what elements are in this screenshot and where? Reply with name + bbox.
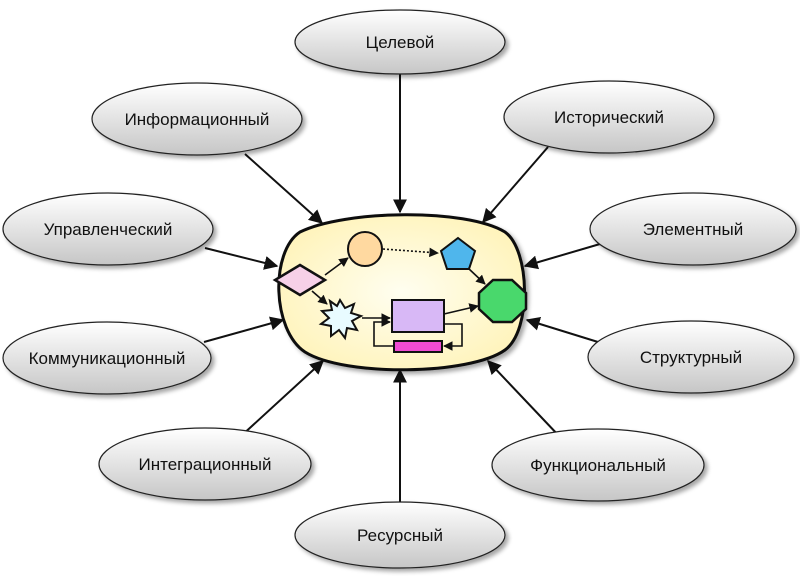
node-label-resource: Ресурсный [357,526,443,545]
arrow-structural [525,317,599,343]
node-label-managerial: Управленческий [44,220,173,239]
arrow-elemental [523,243,601,270]
arrow-integrational [239,360,325,438]
node-label-integrational: Интеграционный [139,455,272,474]
node-managerial: Управленческий [2,192,214,266]
node-resource: Ресурсный [294,501,506,569]
node-target: Целевой [294,9,506,75]
node-label-communicational: Коммуникационный [29,349,186,368]
node-label-historical: Исторический [554,108,664,127]
arrow-managerial [204,247,279,270]
star-burst-shape [318,297,364,341]
circle-shape [347,231,383,267]
node-structural: Структурный [587,320,795,394]
connector-arrows [203,73,601,503]
node-integrational: Интеграционный [98,427,312,501]
node-label-functional: Функциональный [530,456,666,475]
node-label-target: Целевой [366,33,435,52]
node-communicational: Коммуникационный [2,321,212,395]
central-system [272,213,528,372]
arrow-functional [487,359,561,438]
arrow-communicational [203,316,285,343]
node-functional: Функциональный [491,428,705,502]
node-label-structural: Структурный [640,348,742,367]
pentagon-shape [439,236,477,270]
octagon-shape [477,278,528,324]
arrow-historical [482,146,549,224]
node-informational: Информационный [91,82,303,156]
node-label-elemental: Элементный [643,220,743,239]
node-historical: Исторический [503,80,715,154]
internal-links [311,247,486,351]
bar-shape [393,340,443,353]
node-elemental: Элементный [589,192,797,266]
node-label-informational: Информационный [125,110,270,129]
diamond-shape [272,263,328,297]
rectangle-shape [391,299,445,333]
arrow-informational [244,153,324,224]
